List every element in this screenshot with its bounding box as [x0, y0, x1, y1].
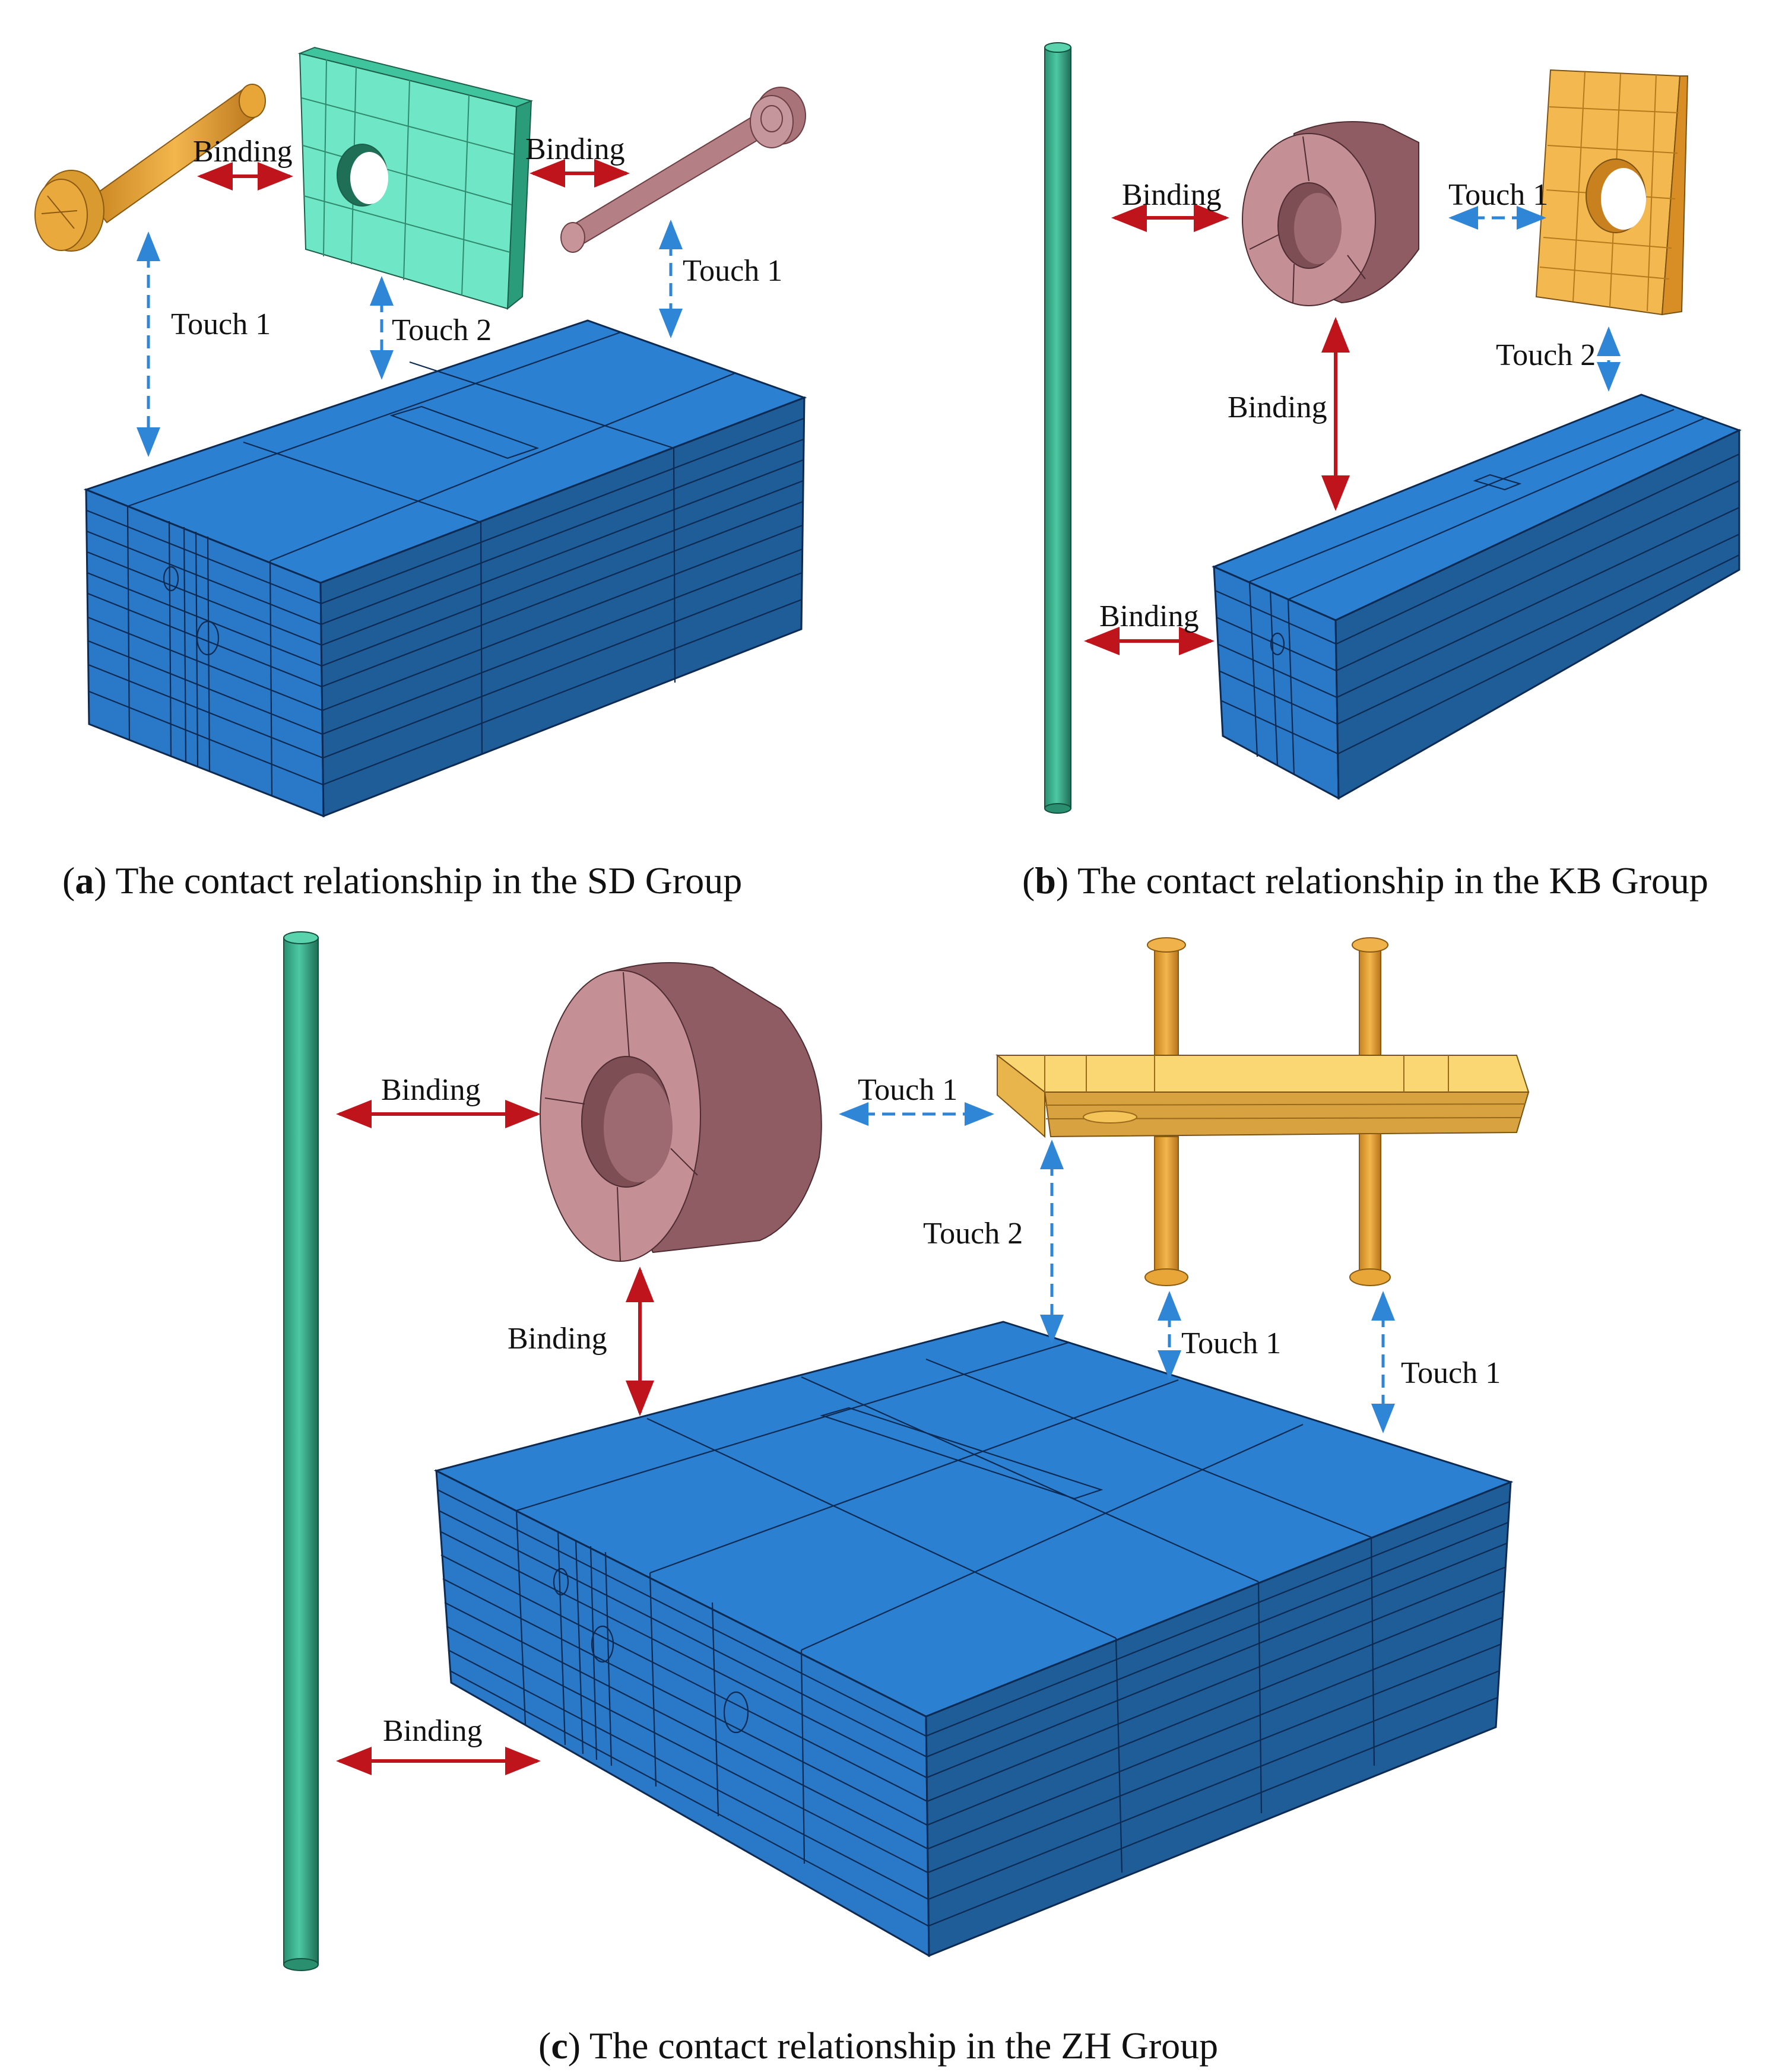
- label-a-binding-2: Binding: [525, 132, 625, 166]
- panel-a: Binding Binding Touch 1 Touch 2 Touch 1 …: [34, 46, 807, 902]
- label-c-binding-1: Binding: [381, 1073, 481, 1107]
- block-a-hole-2: [196, 620, 220, 656]
- block-c-slot: [820, 1407, 1104, 1500]
- label-a-binding-1: Binding: [193, 135, 293, 169]
- label-a-touch-2: Touch 2: [392, 313, 492, 347]
- steel-bar-b: [1044, 42, 1071, 814]
- steel-bar-c: [283, 931, 319, 1971]
- label-c-binding-3: Binding: [383, 1714, 483, 1748]
- caption-a: (a) The contact relationship in the SD G…: [62, 859, 742, 902]
- concrete-block-a: [83, 319, 807, 818]
- block-a-hole-1: [163, 566, 179, 592]
- label-b-binding-3: Binding: [1099, 599, 1199, 633]
- plate-green-a: [297, 46, 534, 310]
- caption-b: (b) The contact relationship in the KB G…: [1022, 859, 1708, 902]
- panel-c: Binding Touch 1 Touch 2 Binding Touch 1 …: [283, 931, 1530, 2067]
- concrete-block-c: [433, 1321, 1514, 1957]
- label-c-touch-1c: Touch 1: [1401, 1356, 1501, 1390]
- label-b-touch-2: Touch 2: [1496, 338, 1596, 372]
- block-c-hole-1: [553, 1568, 569, 1596]
- block-a-slot: [389, 405, 540, 459]
- caption-c: (c) The contact relationship in the ZH G…: [538, 2025, 1218, 2067]
- label-c-touch-1: Touch 1: [858, 1073, 957, 1107]
- panel-b: Binding Touch 1 Touch 2 Binding Binding …: [1022, 42, 1742, 902]
- concrete-beam-b: [1212, 394, 1742, 800]
- block-a-layers: [86, 331, 804, 796]
- bolt-a: [34, 84, 266, 252]
- label-c-touch-1b: Touch 1: [1181, 1327, 1281, 1360]
- ring-b: [1242, 121, 1419, 306]
- block-c-hole-3: [723, 1691, 749, 1734]
- ring-c: [540, 962, 822, 1262]
- label-c-touch-2: Touch 2: [923, 1217, 1023, 1251]
- label-b-binding-1: Binding: [1122, 178, 1222, 212]
- block-c-hole-2: [591, 1625, 614, 1663]
- label-c-binding-2: Binding: [508, 1322, 607, 1356]
- pin-a: [560, 87, 806, 253]
- label-a-touch-1b: Touch 1: [683, 254, 782, 288]
- plate-yellow-b: [1535, 69, 1689, 316]
- label-b-touch-1: Touch 1: [1448, 178, 1548, 212]
- label-a-touch-1: Touch 1: [171, 307, 271, 341]
- plate-assembly-c: [995, 937, 1530, 1286]
- label-b-binding-2: Binding: [1228, 391, 1327, 424]
